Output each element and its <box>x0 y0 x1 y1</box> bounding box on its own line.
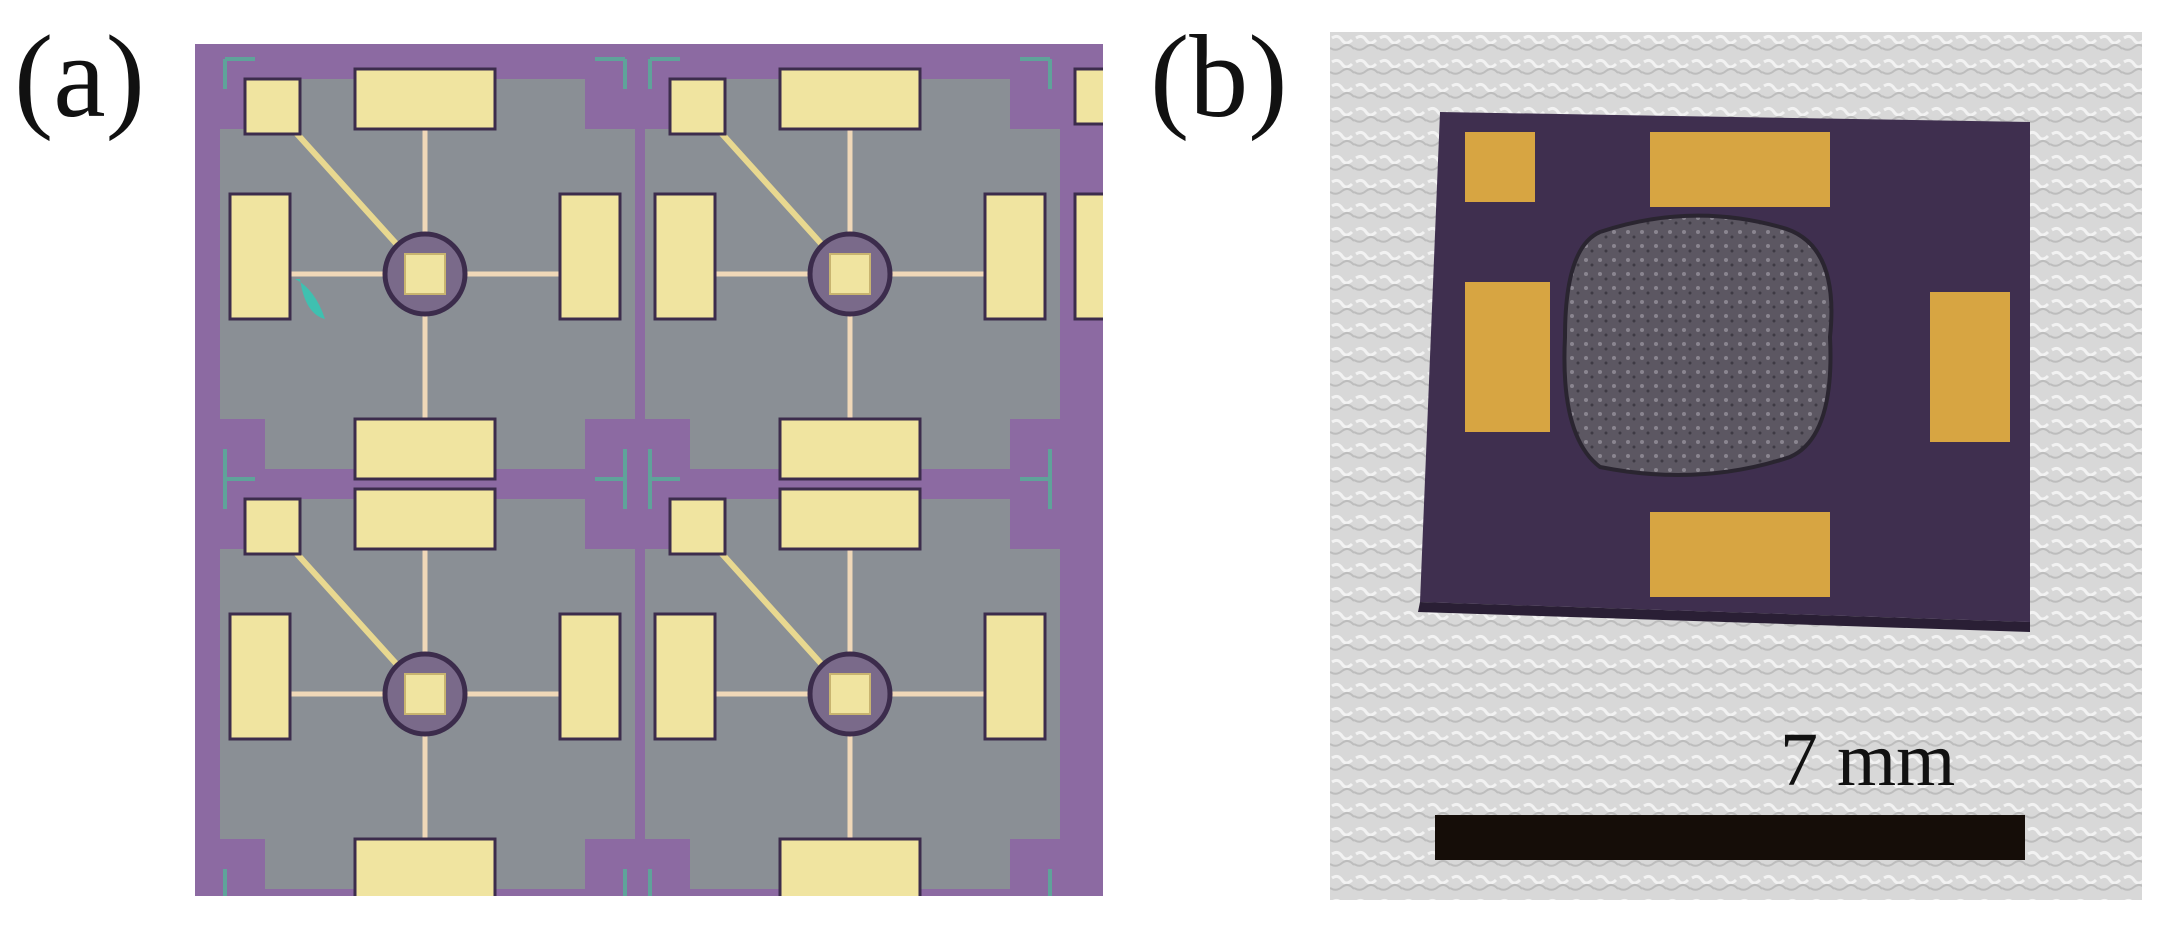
scale-bar <box>1435 815 2025 860</box>
scale-bar-label: 7 mm <box>1780 718 1956 802</box>
chip-photograph <box>1330 32 2142 900</box>
wafer-micrograph-illustration <box>195 44 1103 896</box>
panel-label-a: (a) <box>14 11 145 142</box>
wafer-micrograph <box>195 44 1103 896</box>
panel-label-b: (b) <box>1150 11 1288 142</box>
chip-photograph-illustration <box>1330 32 2142 900</box>
